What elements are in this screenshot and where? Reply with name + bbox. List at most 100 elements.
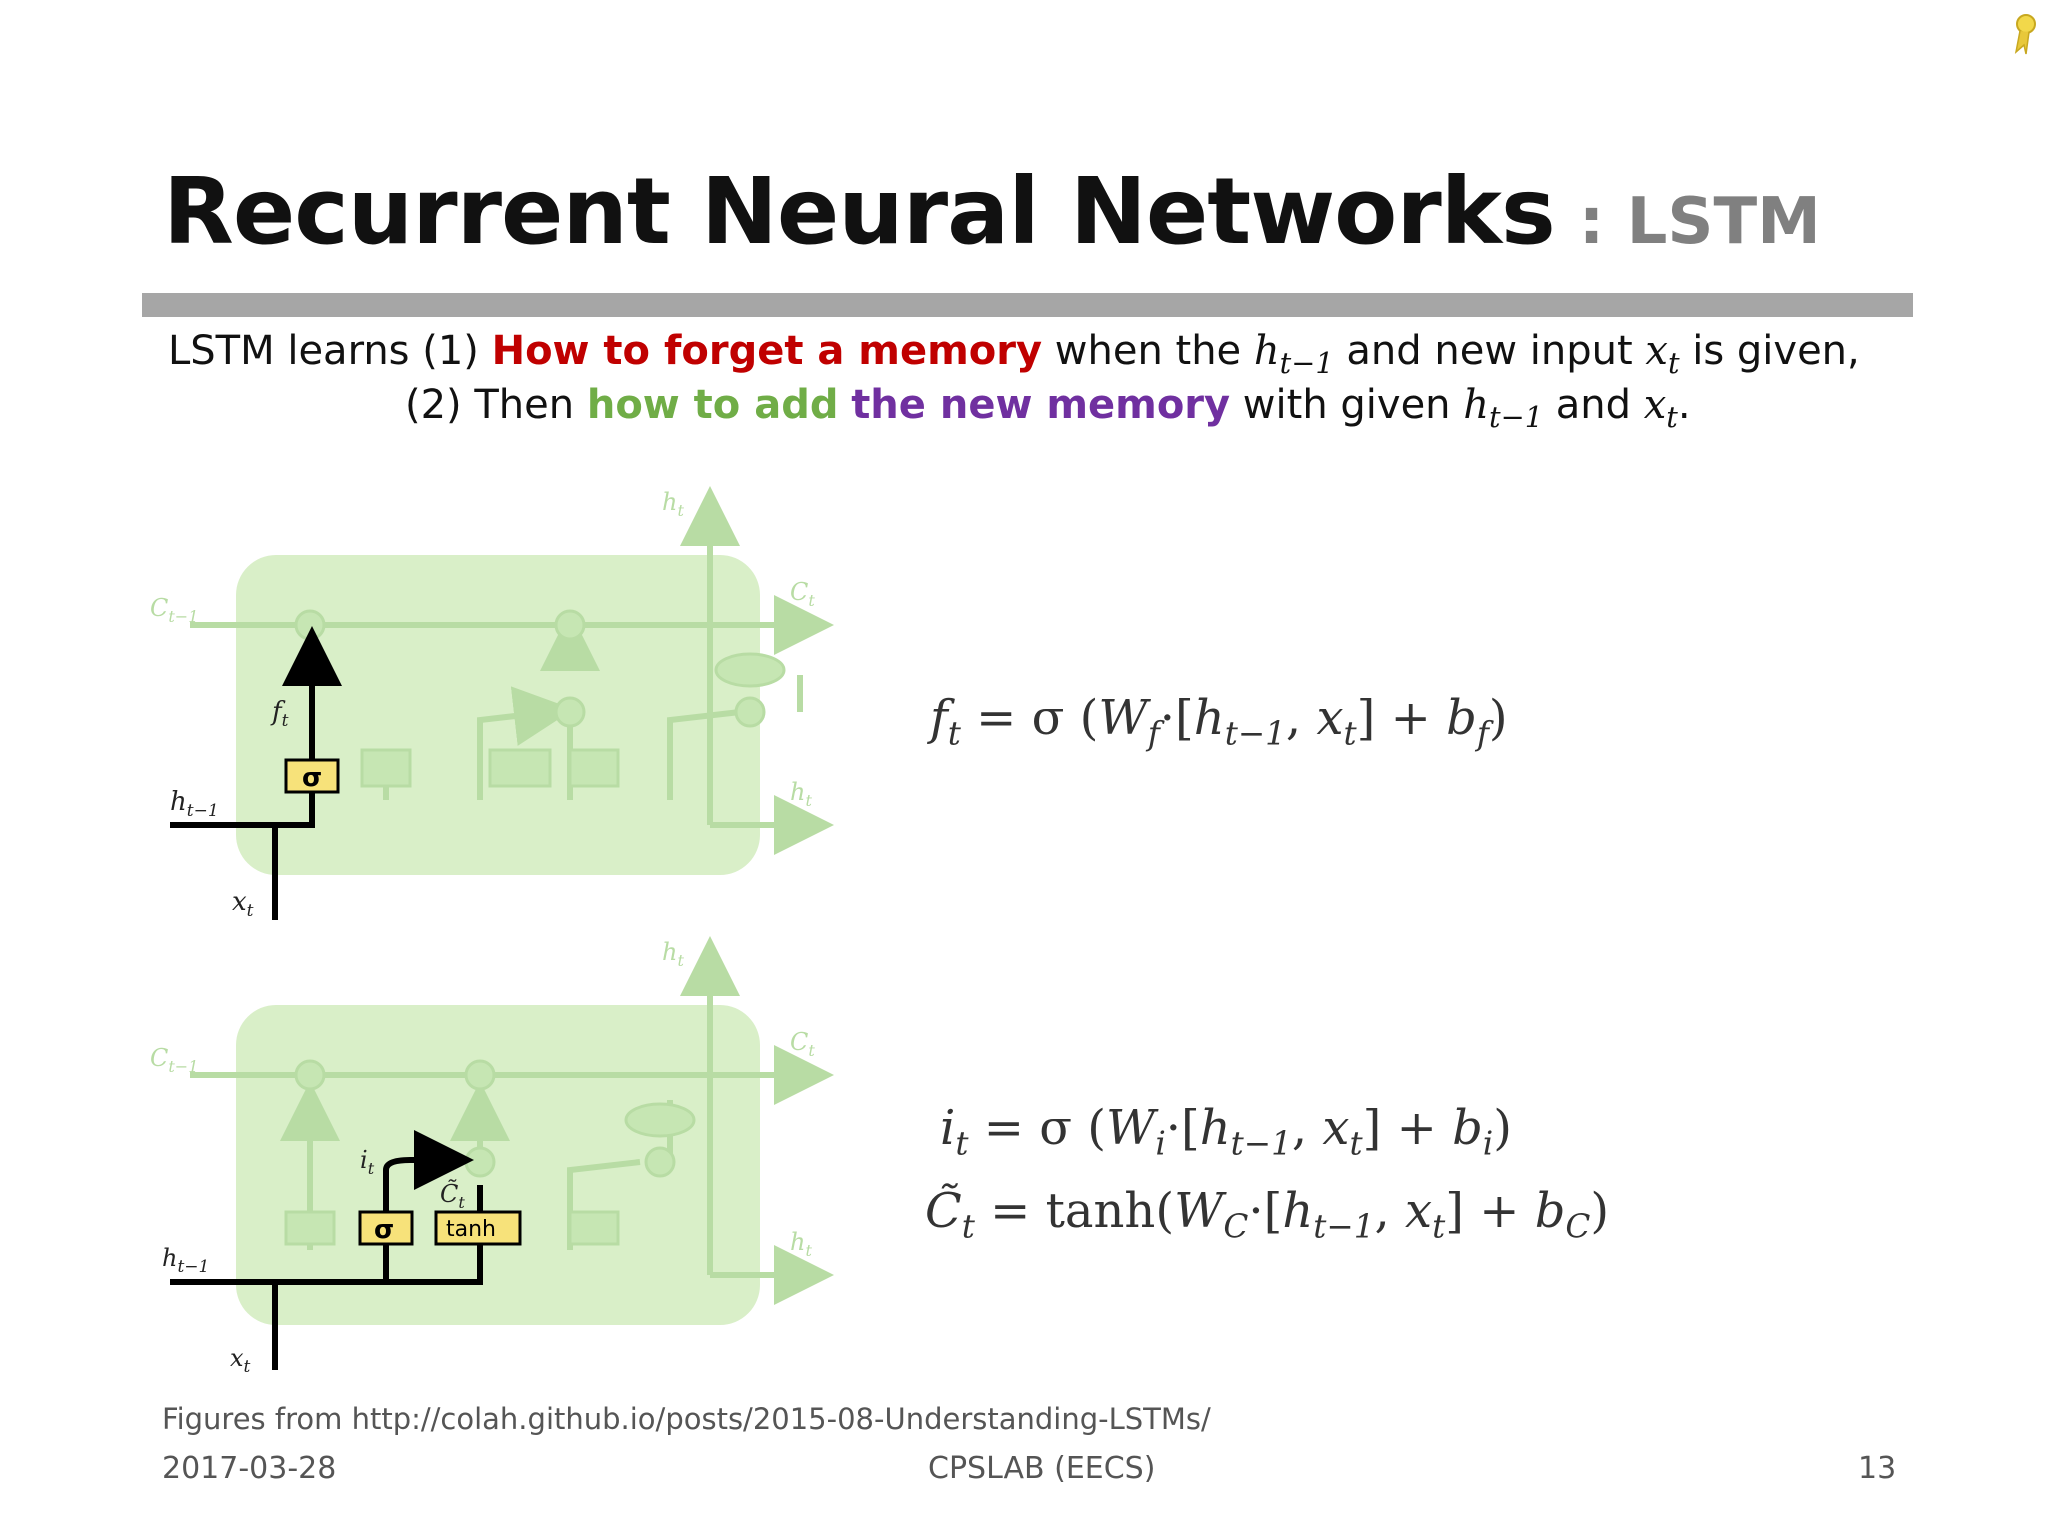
- lstm-forget-gate-diagram: Ct−1 Ct ht ht σ ft ht−1 xt: [150, 486, 834, 921]
- eq-text: ] +: [1356, 690, 1447, 746]
- eq-sub: t: [1432, 1207, 1446, 1246]
- label-c-prev: Ct−1: [150, 1044, 198, 1076]
- title-subtitle: : LSTM: [1578, 185, 1821, 259]
- sigma-gate: [358, 1210, 414, 1246]
- eq-sub: t: [1343, 714, 1357, 753]
- text: LSTM learns (1): [168, 328, 492, 374]
- eq-text: ,: [1374, 1183, 1406, 1239]
- label-h-right: ht: [790, 1228, 812, 1260]
- eq-sub: t: [1349, 1124, 1363, 1163]
- tanh-gate: [434, 1210, 522, 1246]
- subscript: t−1: [1279, 346, 1334, 380]
- eq-symbol: C̃: [925, 1183, 962, 1239]
- highlight-add: how to add: [586, 382, 839, 428]
- eq-sub: f: [1476, 714, 1489, 753]
- eq-text: ·[: [1159, 690, 1194, 746]
- eq-sub: t: [961, 1207, 975, 1246]
- cell-body: [236, 1005, 760, 1325]
- equation-input-gate: it = σ (Wi·[ht−1, xt] + bi): [940, 1100, 1512, 1163]
- eq-text: ·[: [1165, 1100, 1200, 1156]
- text: and new input: [1333, 328, 1646, 374]
- tanh-label: tanh: [446, 1217, 496, 1242]
- subscript: t: [1666, 400, 1678, 434]
- text: .: [1677, 382, 1691, 428]
- eq-symbol: W: [1174, 1183, 1224, 1239]
- text: and: [1543, 382, 1644, 428]
- math-x: xt: [1643, 382, 1678, 434]
- eq-text: = tanh(: [974, 1183, 1175, 1239]
- eq-symbol: W: [1098, 690, 1148, 746]
- description-line-1: LSTM learns (1) How to forget a memory w…: [168, 328, 1860, 380]
- eq-sub: f: [1147, 714, 1160, 753]
- eq-symbol: b: [1452, 1100, 1483, 1156]
- label-h-top: ht: [662, 488, 684, 520]
- eq-sub: C: [1565, 1207, 1591, 1246]
- eq-sub: t−1: [1230, 1124, 1292, 1163]
- text: with given: [1230, 382, 1464, 428]
- eq-sub: i: [1482, 1124, 1494, 1163]
- sigma-label: σ: [302, 763, 322, 793]
- highlight-forget: How to forget a memory: [491, 328, 1043, 374]
- text: (2) Then: [405, 382, 587, 428]
- eq-symbol: f: [930, 690, 948, 746]
- text: when the: [1042, 328, 1254, 374]
- eq-symbol: x: [1316, 690, 1344, 746]
- label-c-tilde: C̃t: [440, 1180, 465, 1212]
- label-c-next: Ct: [790, 1028, 815, 1060]
- subscript: t: [1667, 346, 1680, 380]
- eq-sub: i: [1155, 1124, 1166, 1163]
- math-h: ht−1: [1463, 382, 1543, 434]
- label-x: xt: [230, 1344, 251, 1377]
- eq-sub: t: [955, 1124, 969, 1163]
- eq-sub: t−1: [1313, 1207, 1375, 1246]
- eq-sub: t: [947, 714, 961, 753]
- eq-text: ] +: [1362, 1100, 1453, 1156]
- eq-symbol: x: [1405, 1183, 1433, 1239]
- figure-source: Figures from http://colah.github.io/post…: [162, 1402, 1211, 1436]
- math-h: ht−1: [1253, 328, 1334, 380]
- text: is given,: [1679, 328, 1860, 374]
- eq-text: ] +: [1445, 1183, 1535, 1239]
- symbol: h: [1463, 382, 1490, 428]
- eq-text: ,: [1285, 690, 1317, 746]
- equation-candidate: C̃t = tanh(WC·[ht−1, xt] + bC): [925, 1183, 1609, 1246]
- ribbon-icon: [2014, 14, 2036, 55]
- label-x: xt: [232, 887, 254, 921]
- math-x: xt: [1645, 328, 1679, 380]
- label-h-right: ht: [790, 778, 812, 810]
- label-c-next: Ct: [790, 578, 815, 610]
- label-h-top: ht: [662, 938, 684, 970]
- description-line-2: (2) Then how to add the new memory with …: [405, 382, 1691, 434]
- eq-text: = σ (: [968, 1100, 1106, 1156]
- eq-text: ): [1488, 690, 1508, 746]
- footer-lab: CPSLAB (EECS): [928, 1451, 1156, 1486]
- symbol: h: [1253, 328, 1280, 374]
- eq-text: ): [1590, 1183, 1610, 1239]
- title-divider: [142, 293, 1913, 317]
- slide-title: Recurrent Neural Networks: LSTM: [163, 158, 1821, 265]
- eq-text: ·[: [1248, 1183, 1283, 1239]
- equation-forget: ft = σ (Wf·[ht−1, xt] + bf): [930, 690, 1508, 753]
- eq-symbol: W: [1105, 1100, 1156, 1156]
- sigma-label: σ: [374, 1215, 394, 1245]
- eq-symbol: b: [1534, 1183, 1566, 1239]
- lstm-input-gate-diagram: Ct−1 Ct ht ht σ tanh it C̃t ht−1 xt: [150, 936, 834, 1377]
- eq-text: = σ (: [960, 690, 1099, 746]
- eq-sub: t−1: [1224, 714, 1286, 753]
- label-i: it: [360, 1146, 375, 1178]
- text: [838, 382, 851, 428]
- subscript: t−1: [1489, 400, 1544, 434]
- label-h-prev: ht−1: [170, 787, 219, 821]
- symbol: x: [1645, 328, 1668, 374]
- eq-text: ): [1493, 1100, 1512, 1156]
- label-h-prev: ht−1: [162, 1244, 209, 1277]
- eq-sub: C: [1223, 1207, 1249, 1246]
- label-c-prev: Ct−1: [150, 594, 198, 626]
- symbol: x: [1643, 382, 1667, 428]
- eq-symbol: h: [1282, 1183, 1314, 1239]
- footer-date: 2017-03-28: [162, 1451, 337, 1486]
- eq-symbol: h: [1193, 690, 1225, 746]
- sigma-gate: [284, 758, 340, 794]
- eq-symbol: x: [1322, 1100, 1350, 1156]
- eq-symbol: h: [1199, 1100, 1231, 1156]
